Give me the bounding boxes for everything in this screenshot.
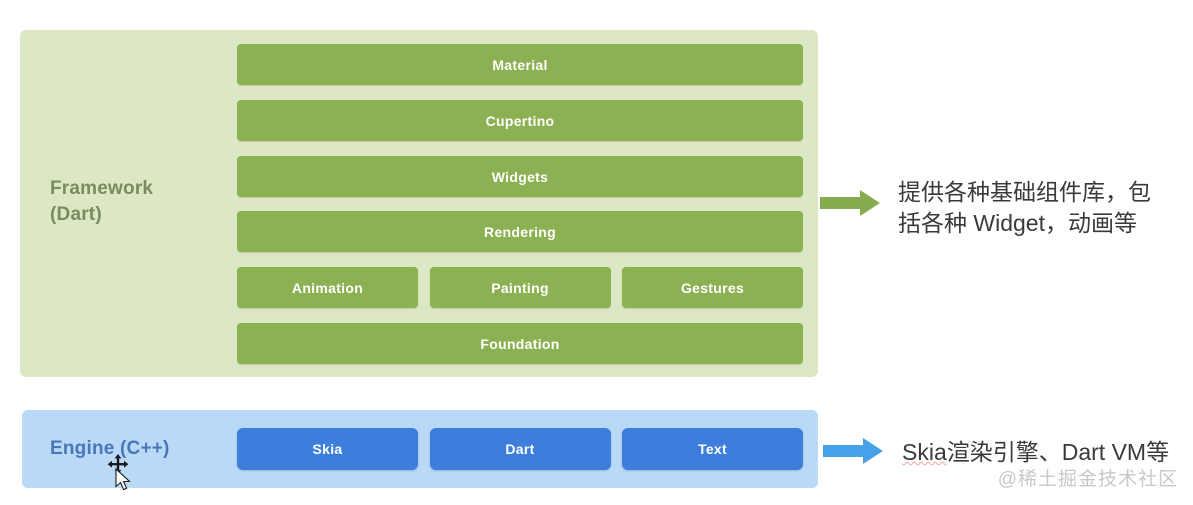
framework-sub-bar-row: Animation Painting Gestures xyxy=(237,267,803,308)
framework-bar-animation: Animation xyxy=(237,267,418,308)
engine-layer-label: Engine (C++) xyxy=(50,438,170,459)
right-arrow-icon xyxy=(820,190,880,216)
framework-annotation-line2: 括各种 Widget，动画等 xyxy=(898,210,1137,236)
framework-layer-panel: Framework (Dart) Material Cupertino Widg… xyxy=(20,30,818,377)
framework-bar-widgets: Widgets xyxy=(237,156,803,197)
framework-label-line1: Framework xyxy=(50,178,154,199)
engine-annotation-rest: 渲染引擎、Dart VM等 xyxy=(946,439,1170,465)
arrow-pointer-icon xyxy=(115,467,131,491)
engine-bar-skia: Skia xyxy=(237,428,418,470)
engine-bar-text: Text xyxy=(622,428,803,470)
framework-bar-foundation: Foundation xyxy=(237,323,803,364)
framework-bar-gestures: Gestures xyxy=(622,267,803,308)
engine-bar-row: Skia Dart Text xyxy=(237,428,803,470)
engine-layer-panel: Engine (C++) Skia Dart Text xyxy=(22,410,818,488)
framework-bar-material: Material xyxy=(237,44,803,85)
engine-bar-dart: Dart xyxy=(429,428,611,470)
engine-annotation: Skia渲染引擎、Dart VM等 xyxy=(902,437,1169,467)
framework-bar-cupertino: Cupertino xyxy=(237,100,803,141)
framework-bar-painting: Painting xyxy=(429,267,611,308)
framework-label-line2: (Dart) xyxy=(50,204,102,225)
framework-layer-label: Framework (Dart) xyxy=(50,176,153,228)
engine-annotation-skia: Skia xyxy=(902,439,947,465)
move-cursor-icon xyxy=(107,454,131,491)
right-arrow-icon xyxy=(823,438,883,464)
framework-annotation: 提供各种基础组件库，包 括各种 Widget，动画等 xyxy=(898,177,1151,239)
watermark: @稀土掘金技术社区 xyxy=(997,469,1178,490)
framework-bar-rendering: Rendering xyxy=(237,211,803,252)
framework-annotation-line1: 提供各种基础组件库，包 xyxy=(898,179,1151,205)
